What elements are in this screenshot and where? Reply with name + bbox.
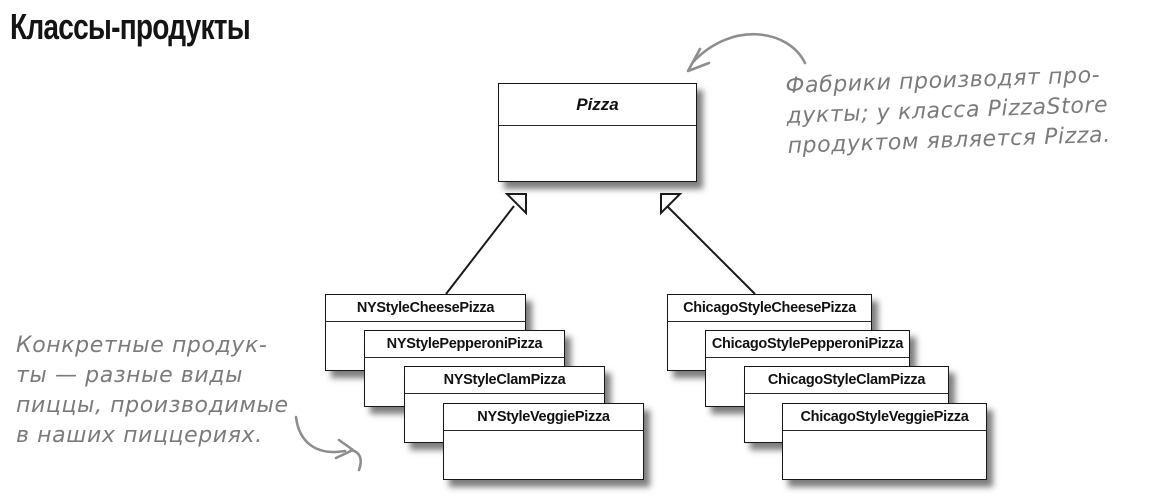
class-name: ChicagoStyleVeggiePizza	[783, 404, 986, 431]
class-body	[783, 431, 986, 479]
annotation-line: пиццы, производимые	[16, 393, 289, 418]
inheritance-arrow-chicago	[660, 193, 756, 295]
class-name: Pizza	[499, 84, 696, 126]
class-box-chicagostyleveggiepizza: ChicagoStyleVeggiePizza	[782, 403, 987, 480]
class-box-nystyleveggiepizza: NYStyleVeggiePizza	[443, 403, 644, 480]
class-box-pizza: Pizza	[498, 83, 697, 182]
class-name: NYStyleVeggiePizza	[444, 404, 643, 431]
annotation-line: Конкретные продук-	[16, 333, 268, 358]
factory-note-arrow-icon	[686, 32, 807, 73]
annotation-line: ты — разные виды	[16, 363, 244, 388]
annotation-factory-note: Фабрики производят про- дукты; у класса …	[785, 61, 1111, 162]
class-name: NYStyleClamPizza	[405, 367, 604, 394]
products-note-arrow-icon	[294, 415, 363, 472]
class-name: ChicagoStylePepperoniPizza	[706, 331, 909, 358]
annotation-line: в наших пиццериях.	[16, 423, 263, 448]
page-title: Классы-продукты	[10, 6, 251, 47]
class-name: ChicagoStyleCheesePizza	[668, 295, 871, 322]
inheritance-arrow-ny	[445, 193, 527, 295]
class-name: ChicagoStyleClamPizza	[745, 367, 948, 394]
annotation-products-note: Конкретные продук- ты — разные виды пицц…	[16, 331, 289, 451]
class-name: NYStylePepperoniPizza	[365, 331, 564, 358]
class-body	[444, 431, 643, 479]
class-body	[499, 126, 696, 181]
class-name: NYStyleCheesePizza	[326, 295, 525, 322]
